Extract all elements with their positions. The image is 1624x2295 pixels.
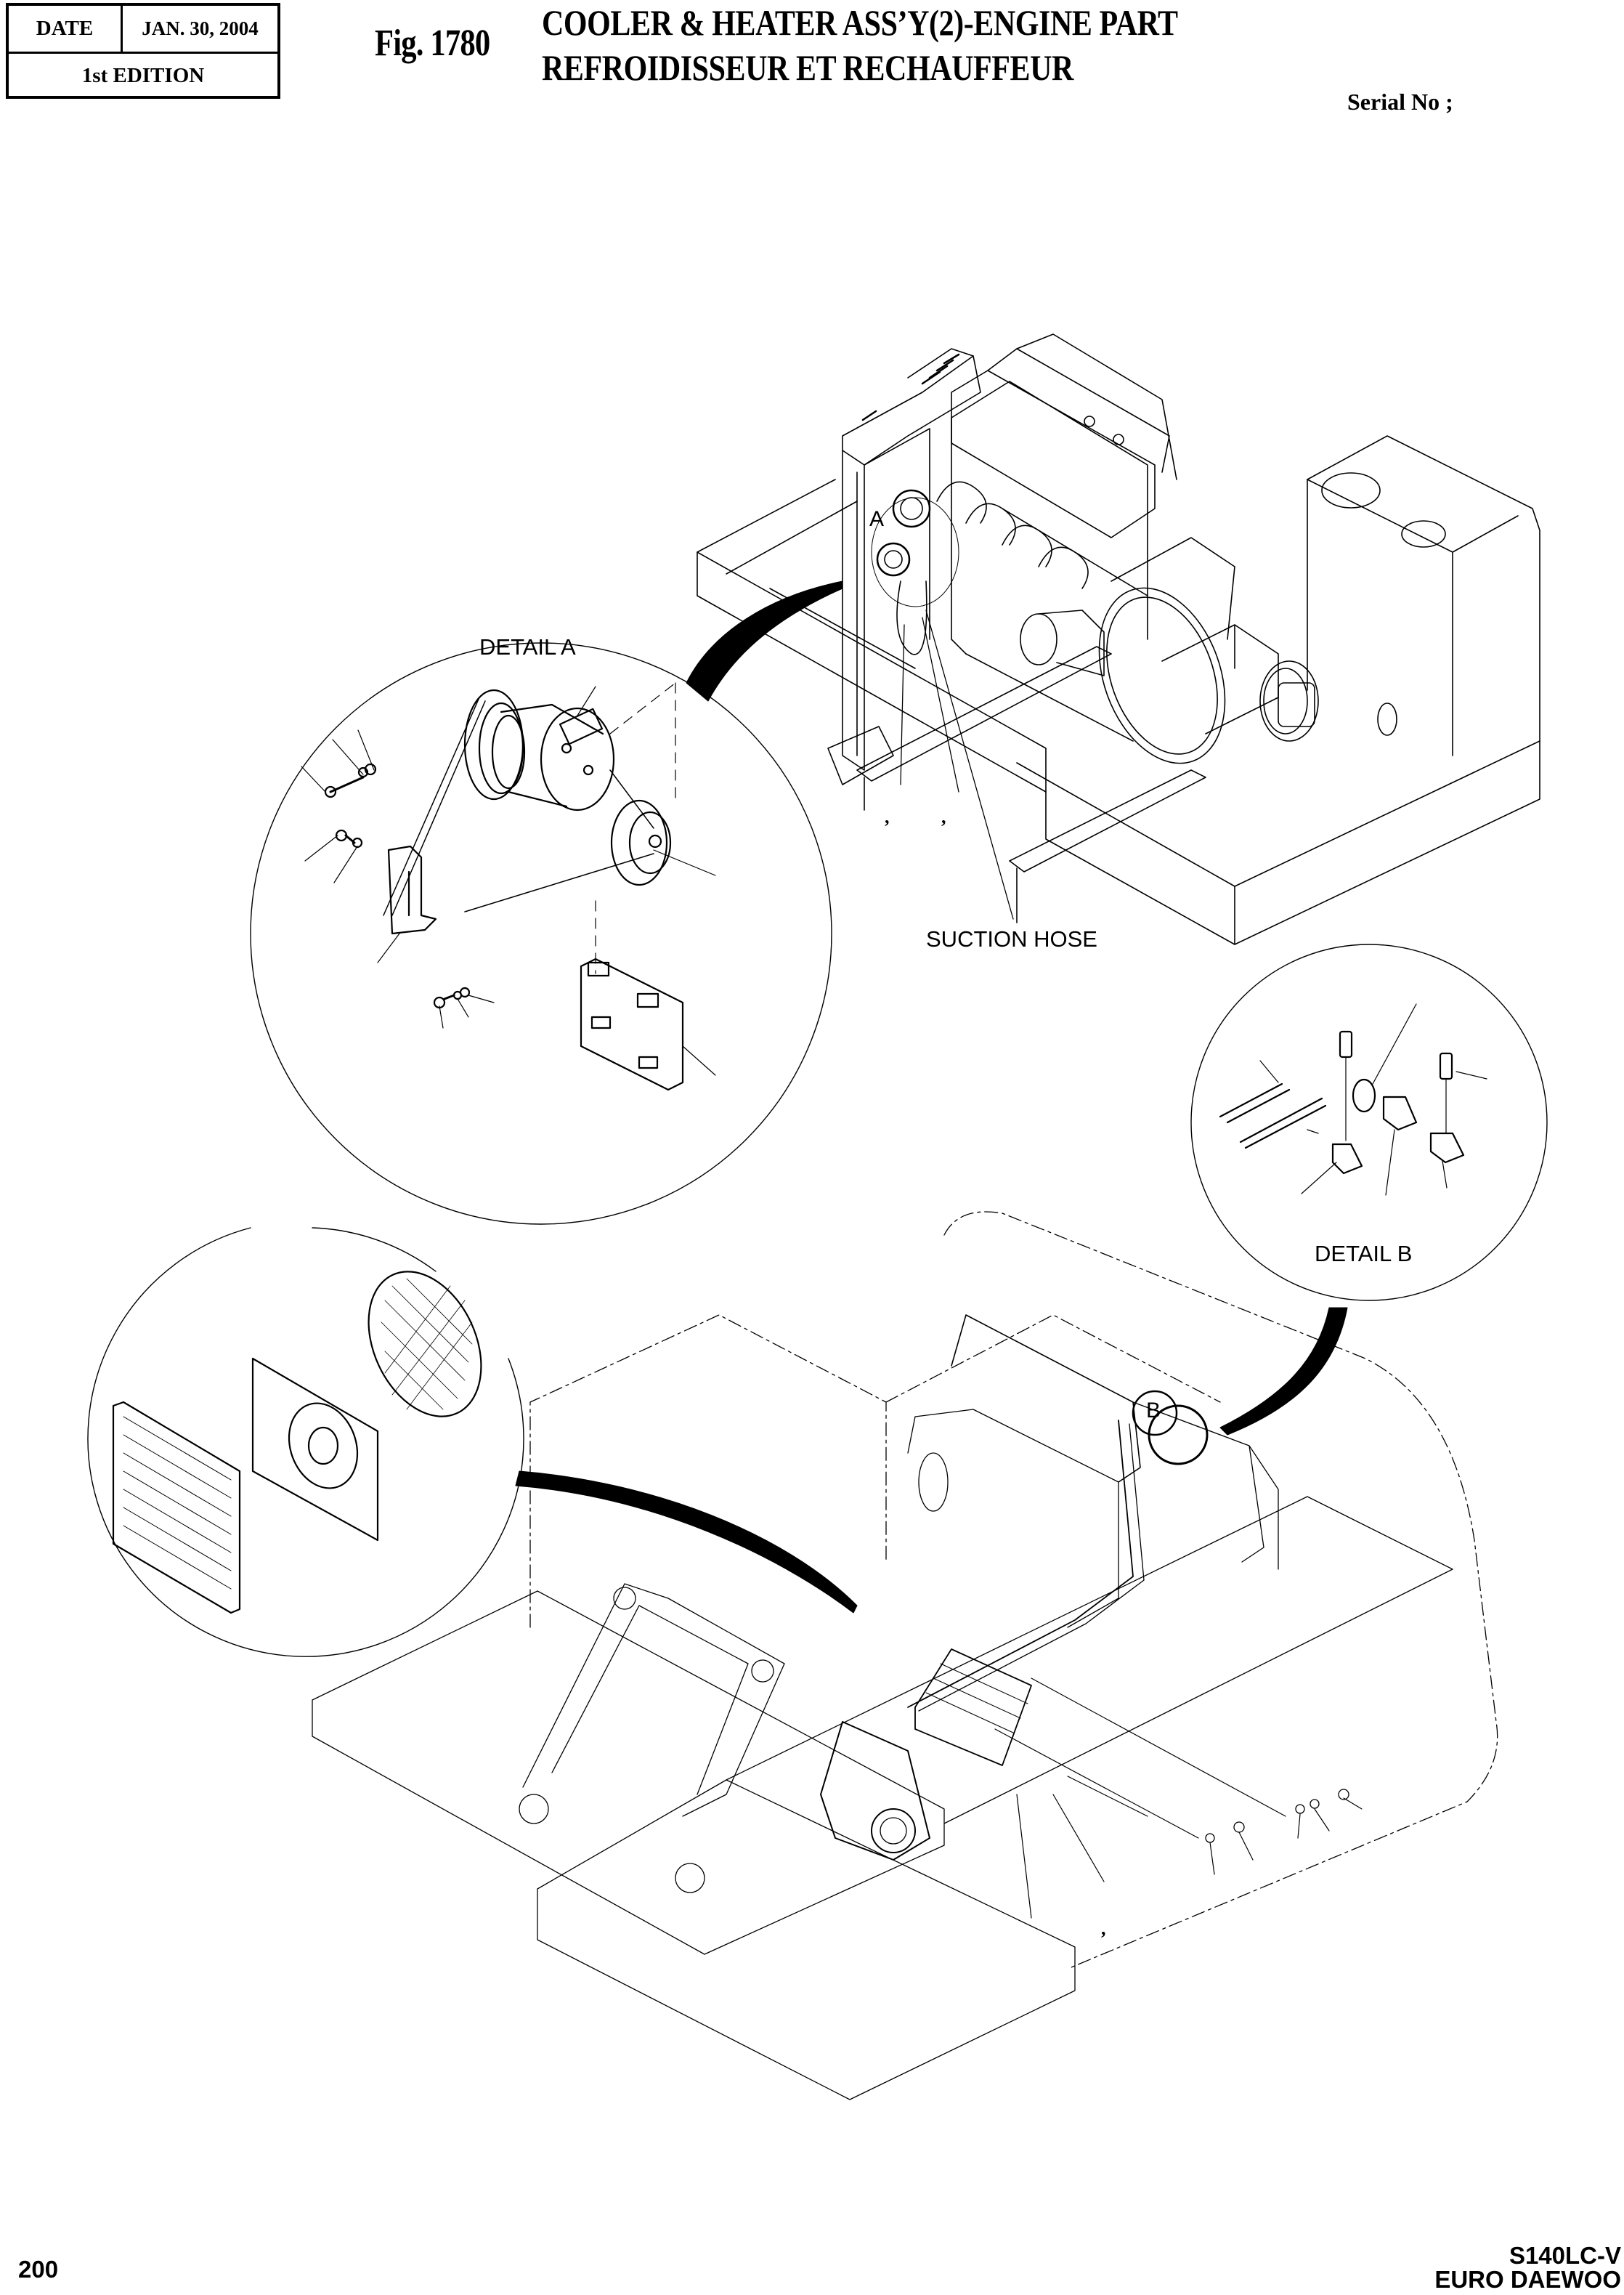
detail-b-label: DETAIL B [1315,1241,1413,1266]
model-brand-block: S140LC-V EURO DAEWOO [1434,2243,1621,2291]
detail-a-pointer-arrow [686,580,843,702]
condenser-pointer-arrow [515,1470,858,1614]
model-name: S140LC-V [1509,2242,1621,2269]
figure-number: Fig. 1780 [375,23,490,64]
callout-b-label: B [1146,1399,1161,1422]
date-value: JAN. 30, 2004 [142,17,259,39]
detail-b-leader-lines [1259,1003,1487,1196]
title-french: REFROIDISSEUR ET RECHAUFFEUR [542,47,1073,88]
leader-lines-bottom [994,1677,1363,1919]
suction-hose-label: SUCTION HOSE [926,926,1097,952]
detail-a-label: DETAIL A [479,634,576,660]
detail-a-parts [324,689,684,1091]
brand-name: EURO DAEWOO [1434,2266,1621,2293]
date-label: DATE [9,6,123,52]
detail-b-pointer-arrow [1219,1307,1348,1436]
edition-label: 1st EDITION [81,63,205,87]
engine-assembly-top [697,333,1540,945]
detail-b-parts [1219,1030,1465,1175]
machine-base-assembly [312,1211,1498,2100]
detail-b-callout-circle [1148,1404,1209,1465]
separator-mark: , [941,806,946,827]
separator-mark: , [1101,1918,1106,1939]
date-row: DATE JAN. 30, 2004 [9,6,277,54]
page-number: 200 [18,2256,59,2283]
title-english: COOLER & HEATER ASS’Y(2)-ENGINE PART [542,2,1178,43]
detail-a-leader-lines [301,682,716,1076]
condenser-detail-circle [87,1227,524,1657]
separator-mark: , [885,806,890,827]
callout-a-label: A [869,507,885,531]
condenser-fan-parts [112,1271,482,1614]
detail-a-circle [250,642,832,1225]
leader-lines-top [900,610,1014,920]
detail-b-circle [1190,944,1548,1301]
serial-number-label: Serial No ; [1347,89,1453,115]
date-edition-box: DATE JAN. 30, 2004 1st EDITION [6,3,280,99]
